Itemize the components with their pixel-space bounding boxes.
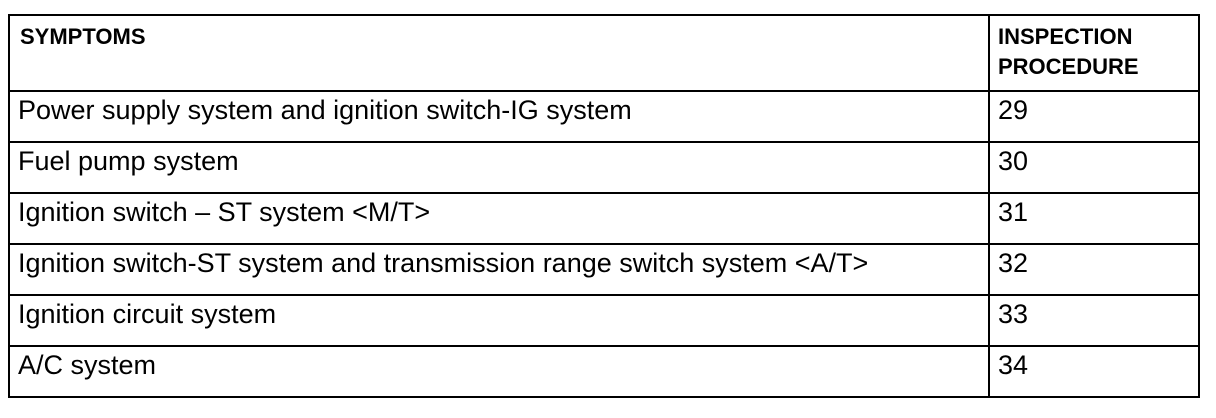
symptoms-table: SYMPTOMS INSPECTION PROCEDURE Power supp… [8, 14, 1200, 398]
procedure-cell: 30 [988, 141, 1200, 194]
symptom-cell: Power supply system and ignition switch-… [8, 90, 990, 143]
symptoms-header: SYMPTOMS [8, 14, 990, 92]
table-row: Ignition circuit system 33 [8, 294, 1200, 347]
procedure-cell: 34 [988, 345, 1200, 398]
inspection-procedure-header: INSPECTION PROCEDURE [988, 14, 1200, 92]
symptom-cell: Ignition switch – ST system <M/T> [8, 192, 990, 245]
procedure-cell: 31 [988, 192, 1200, 245]
table-row: A/C system 34 [8, 345, 1200, 398]
symptom-cell: Ignition switch-ST system and transmissi… [8, 243, 990, 296]
procedure-cell: 32 [988, 243, 1200, 296]
table-header-row: SYMPTOMS INSPECTION PROCEDURE [8, 14, 1200, 92]
table-row: Ignition switch-ST system and transmissi… [8, 243, 1200, 296]
symptom-cell: A/C system [8, 345, 990, 398]
procedure-cell: 29 [988, 90, 1200, 143]
procedure-cell: 33 [988, 294, 1200, 347]
table-row: Ignition switch – ST system <M/T> 31 [8, 192, 1200, 245]
symptom-cell: Fuel pump system [8, 141, 990, 194]
table-row: Power supply system and ignition switch-… [8, 90, 1200, 143]
table-row: Fuel pump system 30 [8, 141, 1200, 194]
symptom-cell: Ignition circuit system [8, 294, 990, 347]
